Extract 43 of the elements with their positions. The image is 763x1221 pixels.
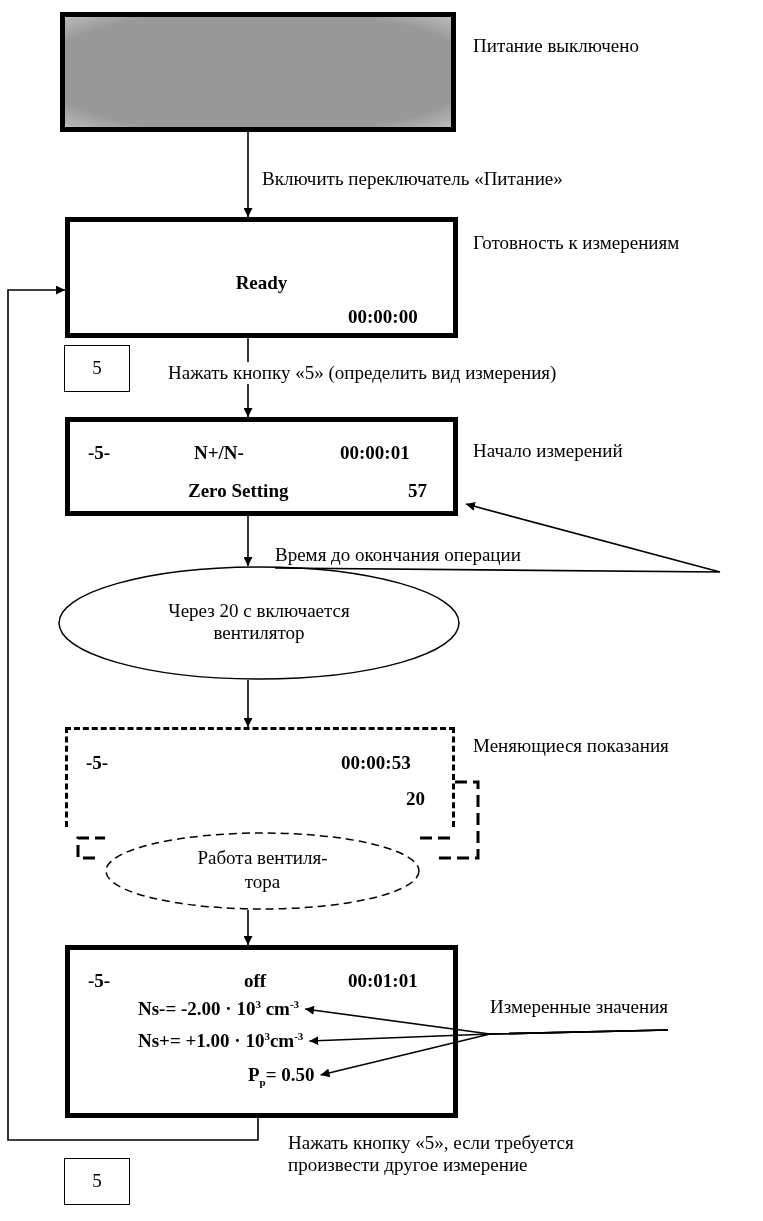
display-text: -5- xyxy=(86,752,109,774)
display-text: 00:00:53 xyxy=(341,752,411,774)
display-text: Ready xyxy=(234,272,289,294)
display-text: Работа вентиля- тора xyxy=(196,846,329,894)
state-caption: Меняющиеся показания xyxy=(473,735,669,757)
display-text: -5- xyxy=(88,970,111,992)
display-box xyxy=(65,945,458,1118)
key-label: 5 xyxy=(91,1170,103,1192)
display-text: off xyxy=(244,970,267,992)
key-box xyxy=(64,1158,130,1205)
display-text: 00:00:00 xyxy=(348,306,418,328)
display-text: N+/N- xyxy=(194,442,244,464)
display-text: 57 xyxy=(408,480,427,502)
display-text: Ns-= -2.00 · 10$^{3}$ cm$^{-3}$ xyxy=(138,998,300,1020)
state-caption: Питание выключено xyxy=(473,35,639,57)
display-text: Через 20 с включается вентилятор xyxy=(167,600,351,644)
edge-label: Нажать кнопку «5» (определить вид измерения) xyxy=(168,362,557,384)
leader-line xyxy=(319,1029,669,1078)
arrow xyxy=(243,679,253,728)
display-text: 00:01:01 xyxy=(348,970,418,992)
dashed-display-box xyxy=(65,727,455,827)
arrow xyxy=(7,285,259,1141)
display-box xyxy=(65,417,458,516)
state-caption: Начало измерений xyxy=(473,440,623,462)
display-text: Измеренные значения xyxy=(490,996,669,1018)
arrow xyxy=(243,909,253,946)
display-text: Ns+= +1.00 · 10$^{3}$cm$^{-3}$ xyxy=(138,1030,304,1052)
key-label: 5 xyxy=(91,357,103,379)
display-box xyxy=(60,12,456,132)
arrow xyxy=(243,131,253,218)
state-caption: Готовность к измерениям xyxy=(473,232,680,254)
arrow xyxy=(243,515,253,567)
display-text: -5- xyxy=(88,442,111,464)
display-text: Zero Setting xyxy=(188,480,289,502)
display-text: 00:00:01 xyxy=(340,442,410,464)
display-box xyxy=(65,217,458,338)
display-text: 20 xyxy=(406,788,425,810)
display-text: Время до окончания операции xyxy=(275,544,521,566)
leader-line xyxy=(274,502,721,573)
key-box xyxy=(64,345,130,392)
dashed-ellipse xyxy=(105,832,420,910)
process-ellipse xyxy=(58,566,460,680)
display-text: P$_{p}$= 0.50 xyxy=(248,1064,315,1086)
